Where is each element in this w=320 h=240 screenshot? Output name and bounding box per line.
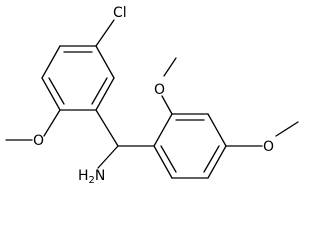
bond-right-ring-double-left: [160, 145, 177, 173]
amine-h-label: H: [78, 168, 89, 184]
bond-left-ring-2: [95, 45, 115, 79]
right-aromatic-ring: [153, 113, 227, 179]
bond-right-ring-4: [207, 145, 227, 179]
bond-left-ring-to-oxygen: [43, 109, 61, 137]
molecule-structure-diagram: Cl O H2N O O: [5, 5, 299, 186]
bond-right-ring-double-right: [203, 145, 220, 173]
bond-left-ring-to-central-carbon: [95, 109, 119, 147]
left-aromatic-ring: [41, 45, 115, 111]
bond-right-ring-1: [153, 113, 173, 147]
bond-left-ring-double-left: [48, 77, 65, 105]
bond-left-ring-5: [41, 77, 61, 111]
bond-right-ring-3: [207, 113, 227, 147]
amine-n-label: N: [95, 168, 105, 184]
methoxy-top-oxygen-label: O: [154, 82, 165, 98]
bond-chlorine: [95, 19, 115, 47]
bond-right-oxygen-to-methyl: [275, 121, 299, 137]
bond-top-oxygen-to-methyl: [163, 57, 177, 77]
amine-subscript-label: 2: [89, 175, 95, 186]
bond-left-ring-6: [41, 45, 61, 79]
methoxy-left-oxygen-label: O: [33, 133, 44, 149]
bond-right-ring-to-top-oxygen: [161, 95, 173, 115]
amine-label: H2N: [78, 168, 105, 186]
bond-central-carbon-to-amine: [97, 145, 119, 169]
methoxy-right-oxygen-label: O: [263, 139, 274, 155]
bond-left-ring-3: [95, 77, 115, 111]
bond-left-ring-double-right: [91, 77, 108, 105]
bond-right-ring-6: [153, 145, 173, 179]
chlorine-label: Cl: [113, 5, 127, 21]
